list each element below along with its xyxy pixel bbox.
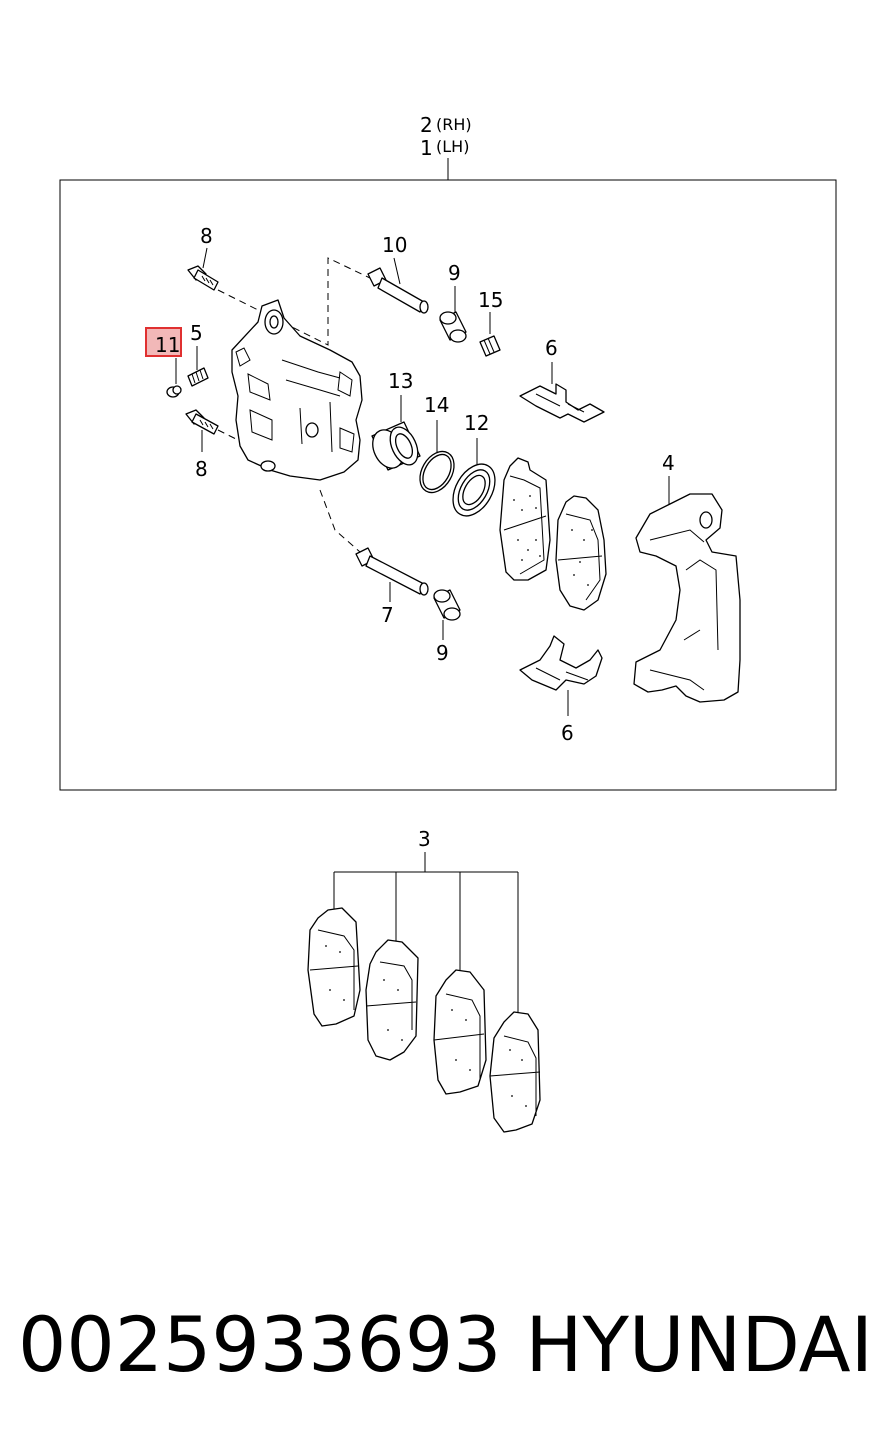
brand-name: HYUNDAI — [525, 1300, 873, 1389]
callout-piston-seal: 14 — [424, 393, 449, 417]
anti-rattle-clip-bottom — [519, 635, 603, 691]
part-number: 0025933693 — [18, 1300, 502, 1389]
guide-pin-bottom — [355, 547, 429, 596]
dust-boot — [452, 463, 496, 517]
callout-bolt-top: 8 — [200, 224, 213, 248]
callout-pad-kit: 3 — [418, 827, 431, 851]
callout-dust-boot: 12 — [464, 411, 489, 435]
bleeder-cap — [479, 335, 501, 357]
pad-kit-pad-2 — [365, 939, 419, 1061]
callout-clip-bottom: 6 — [561, 721, 574, 745]
brake-caliper-exploded-diagram: 2 (RH) 1 (LH) 8 8 11 5 — [59, 113, 837, 1133]
callout-guide-pin-top: 10 — [382, 233, 407, 257]
label-rh: 2 — [420, 113, 433, 137]
callout-bolt-bottom: 8 — [195, 457, 208, 481]
caliper-housing — [231, 299, 363, 481]
anti-rattle-clip-top — [519, 383, 605, 423]
bleeder-screw — [187, 367, 209, 387]
pad-kit-pad-4 — [489, 1011, 541, 1133]
callout-guide-pin-bottom: 7 — [381, 603, 394, 627]
pad-kit-pad-1 — [307, 907, 361, 1027]
highlight-box — [145, 327, 182, 357]
brake-pad-outer — [555, 495, 607, 611]
bolt-bottom — [185, 409, 219, 452]
bolt-top — [187, 247, 219, 291]
footer-caption: 0025933693 HYUNDAI — [18, 1300, 873, 1390]
callout-carrier: 4 — [662, 451, 675, 475]
piston-seal — [419, 450, 455, 494]
callout-bleeder-screw: 5 — [190, 321, 203, 345]
label-lh-side: (LH) — [436, 137, 469, 156]
callout-bleeder-cap: 15 — [478, 288, 503, 312]
guide-pin-top — [367, 267, 429, 314]
callout-clip-top: 6 — [545, 336, 558, 360]
label-rh-side: (RH) — [436, 115, 472, 134]
callout-piston: 13 — [388, 369, 413, 393]
boot-bottom — [433, 589, 461, 621]
bleeder-cap-small — [166, 385, 182, 398]
dash-guide-bottom — [319, 489, 361, 553]
label-lh: 1 — [420, 136, 433, 160]
callout-boot-top: 9 — [448, 261, 461, 285]
callout-highlighted-part: 11 — [155, 333, 180, 357]
brake-pad-inner — [499, 457, 551, 581]
callout-boot-bottom: 9 — [436, 641, 449, 665]
pad-kit-pad-3 — [433, 969, 487, 1095]
caliper-carrier — [633, 493, 741, 703]
pad-kit-leader — [333, 852, 519, 1018]
piston — [371, 421, 421, 471]
boot-top — [439, 311, 467, 343]
